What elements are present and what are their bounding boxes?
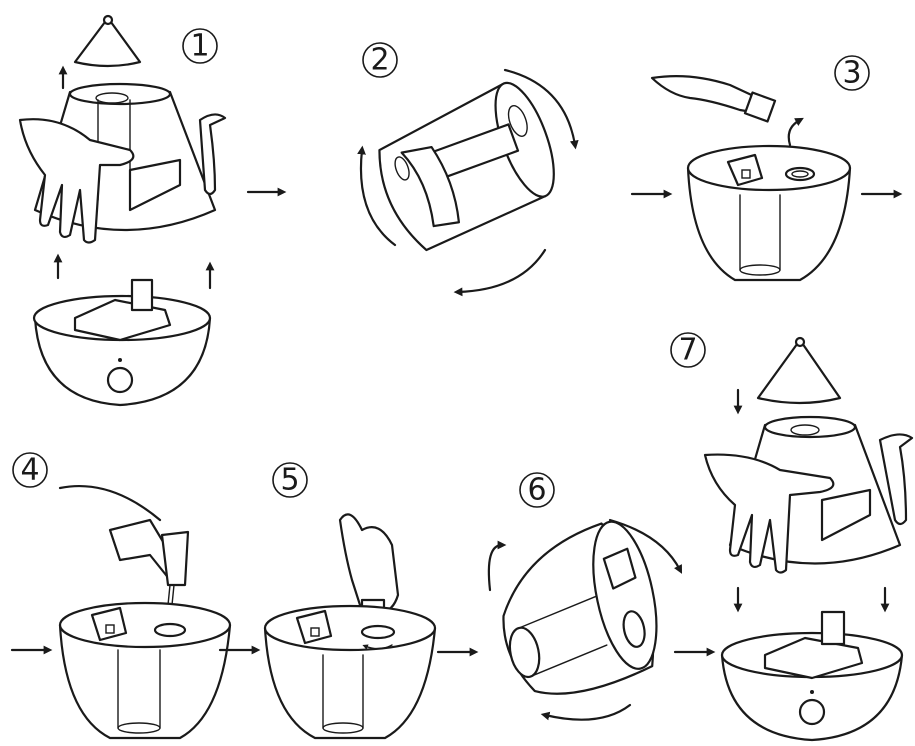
left-hand-icon bbox=[703, 453, 835, 574]
step-6-label: 6 bbox=[519, 472, 555, 508]
step-7-label: 7 bbox=[670, 332, 706, 368]
step-6-illustration bbox=[487, 518, 683, 721]
svg-text:7: 7 bbox=[678, 333, 697, 368]
cap-icon bbox=[73, 16, 142, 68]
left-hand-icon bbox=[18, 118, 135, 244]
svg-text:1: 1 bbox=[190, 29, 209, 64]
right-hand-icon bbox=[198, 113, 227, 196]
step-3-illustration bbox=[650, 75, 852, 282]
rotate-arrow-icon bbox=[503, 68, 579, 150]
remove-arrow-icon bbox=[787, 117, 804, 147]
step-5-label: 5 bbox=[272, 462, 308, 498]
step-4-illustration bbox=[58, 484, 232, 740]
step-3-label: 3 bbox=[834, 55, 870, 91]
rotate-arrow-icon bbox=[540, 703, 632, 721]
hand-icon bbox=[338, 513, 400, 614]
svg-text:6: 6 bbox=[527, 473, 546, 508]
twist-arrow-icon bbox=[362, 644, 393, 650]
svg-text:5: 5 bbox=[280, 463, 299, 498]
fill-opening-icon bbox=[784, 166, 816, 182]
step-7-illustration bbox=[703, 336, 914, 742]
rotate-arrow-icon bbox=[487, 540, 507, 592]
svg-text:3: 3 bbox=[842, 56, 861, 91]
step-2-illustration bbox=[357, 68, 579, 297]
hand-icon bbox=[650, 75, 762, 114]
svg-text:2: 2 bbox=[370, 43, 389, 78]
arm-icon bbox=[58, 484, 162, 522]
step-4-label: 4 bbox=[12, 452, 48, 488]
rotate-arrow-icon bbox=[357, 145, 397, 247]
rotate-arrow-icon bbox=[453, 248, 547, 297]
step-5-illustration bbox=[263, 513, 437, 740]
step-2-label: 2 bbox=[362, 42, 398, 78]
cap-icon bbox=[756, 338, 842, 405]
power-knob-icon bbox=[798, 698, 826, 726]
measuring-cup-icon bbox=[160, 530, 190, 587]
right-hand-icon bbox=[878, 433, 914, 526]
step-1-label: 1 bbox=[182, 28, 218, 64]
svg-text:4: 4 bbox=[20, 453, 39, 488]
rotate-arrow-icon bbox=[608, 518, 683, 574]
fill-opening-icon bbox=[153, 622, 187, 638]
power-knob-icon bbox=[106, 366, 134, 394]
valve-cap-icon bbox=[743, 91, 777, 123]
step-1-illustration bbox=[18, 14, 227, 407]
